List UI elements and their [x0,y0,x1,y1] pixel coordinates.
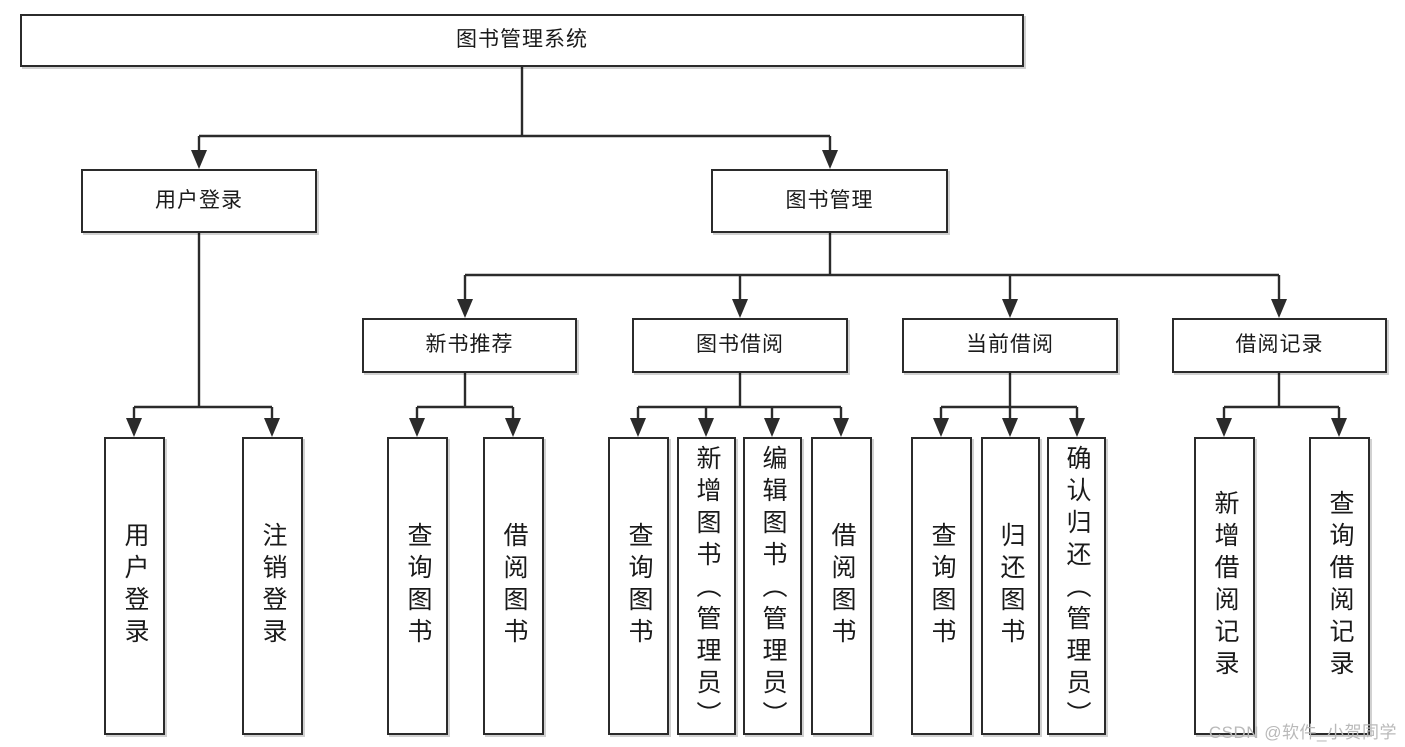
watermark-text: CSDN @软件_小贺同学 [1208,723,1397,742]
node-label: 编辑图书（管理员） [759,445,787,733]
leaf-add-borrow-record[interactable]: 新增借阅记录 [1194,437,1255,735]
node-borrow-record[interactable]: 借阅记录 [1172,318,1387,373]
node-label: 归还图书 [997,522,1025,650]
node-book-borrow[interactable]: 图书借阅 [632,318,848,373]
node-book-manage[interactable]: 图书管理 [711,169,948,233]
node-label: 查询图书 [625,522,653,650]
node-label: 借阅记录 [1235,333,1324,357]
node-current-borrow[interactable]: 当前借阅 [902,318,1118,373]
node-user-login[interactable]: 用户登录 [81,169,317,233]
leaf-return-book[interactable]: 归还图书 [981,437,1040,735]
node-new-book-recommend[interactable]: 新书推荐 [362,318,577,373]
node-label: 确认归还（管理员） [1063,445,1091,733]
node-root-system[interactable]: 图书管理系统 [20,14,1024,67]
leaf-query-book-recommend[interactable]: 查询图书 [387,437,448,735]
node-label: 新增借阅记录 [1211,490,1239,682]
node-label: 图书管理 [785,188,874,212]
node-label: 查询借阅记录 [1326,490,1354,682]
node-label: 查询图书 [404,522,432,650]
leaf-query-book-borrow[interactable]: 查询图书 [608,437,669,735]
leaf-edit-book-admin[interactable]: 编辑图书（管理员） [743,437,802,735]
node-label: 新增图书（管理员） [693,445,721,733]
leaf-logout[interactable]: 注销登录 [242,437,303,735]
leaf-borrow-book-recommend[interactable]: 借阅图书 [483,437,544,735]
leaf-borrow-book-borrow[interactable]: 借阅图书 [811,437,872,735]
node-label: 借阅图书 [828,522,856,650]
node-label: 用户登录 [121,522,149,650]
node-label: 图书管理系统 [456,28,588,52]
node-label: 借阅图书 [500,522,528,650]
node-label: 注销登录 [259,522,287,650]
node-label: 当前借阅 [966,333,1054,357]
node-label: 查询图书 [928,522,956,650]
leaf-query-book-current[interactable]: 查询图书 [911,437,972,735]
leaf-user-login[interactable]: 用户登录 [104,437,165,735]
leaf-query-borrow-record[interactable]: 查询借阅记录 [1309,437,1370,735]
leaf-add-book-admin[interactable]: 新增图书（管理员） [677,437,736,735]
node-label: 用户登录 [155,188,243,212]
node-label: 新书推荐 [425,333,514,357]
leaf-confirm-return-admin[interactable]: 确认归还（管理员） [1047,437,1106,735]
node-label: 图书借阅 [696,333,784,357]
